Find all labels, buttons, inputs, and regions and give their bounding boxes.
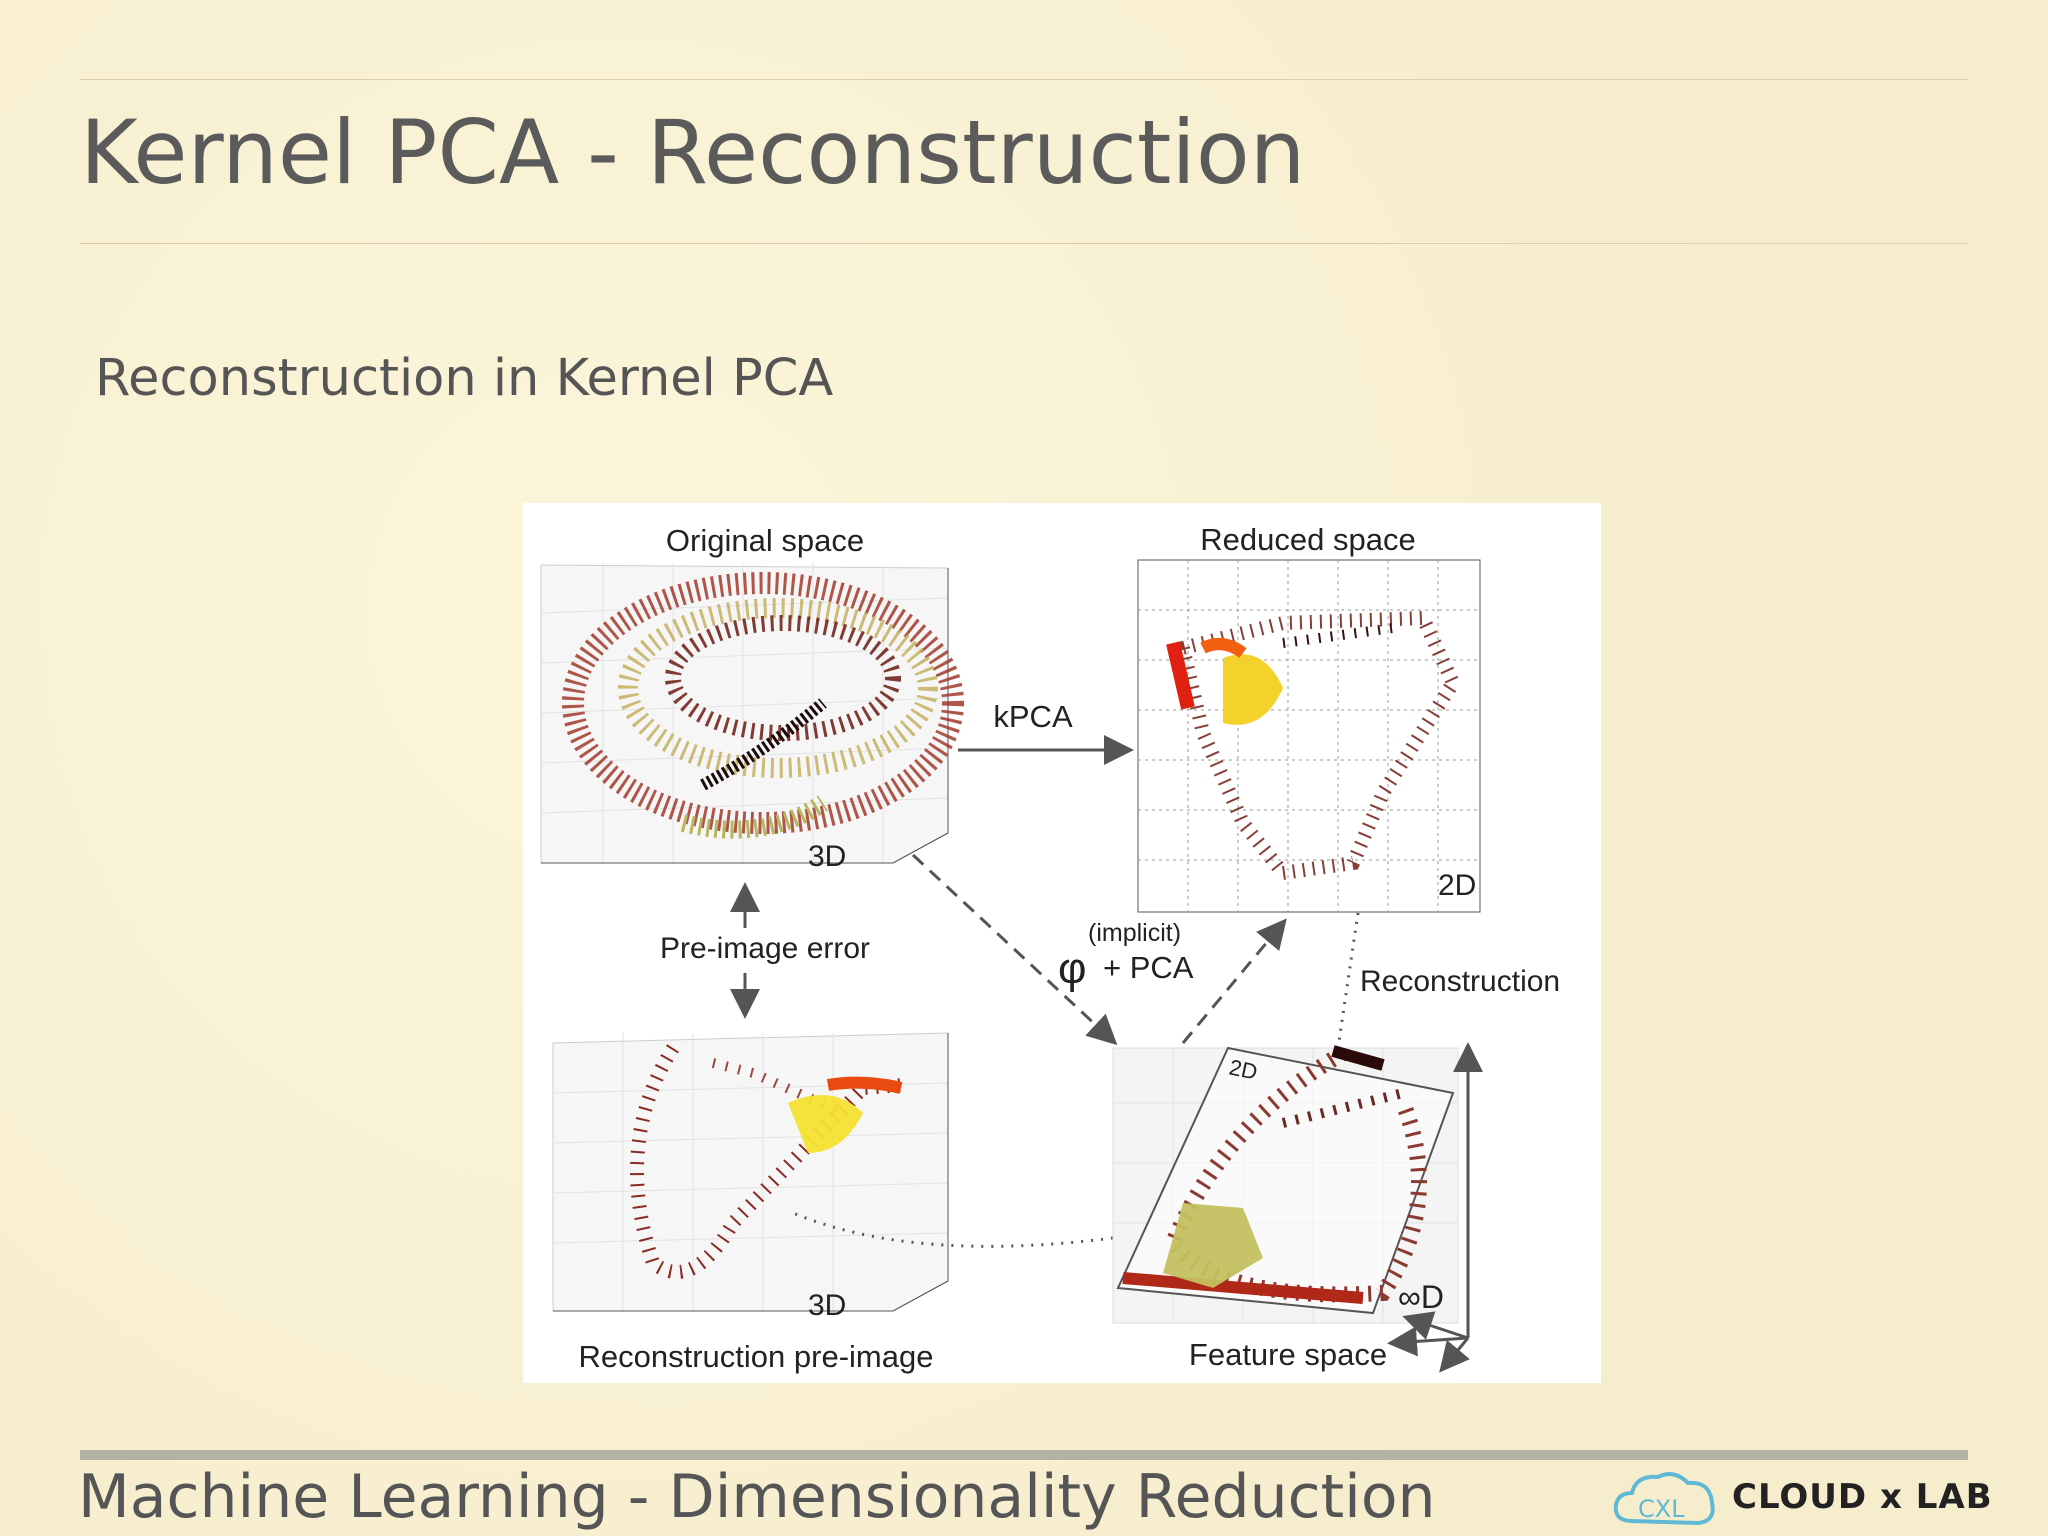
original-space-label: Original space [666,523,864,558]
reduced-space-panel: 2D Reduced space [1137,522,1481,913]
reduced-space-label: Reduced space [1200,522,1415,557]
plus-pca-label: + PCA [1103,950,1194,985]
reconstruction-pre-image-label: Reconstruction pre-image [579,1339,934,1374]
feature-scatter [1122,1045,1427,1304]
top-rule [80,79,1968,80]
reconstruction-pre-image-panel: 3D Reconstruction pre-image [552,1032,949,1374]
pre-image-error-label: Pre-image error [660,932,870,965]
cloud-logo-icon: CXL [1613,1472,1715,1526]
feature-space-panel: 2D ∞D Feature space [1112,1042,1483,1373]
pre-image-scatter [630,1044,904,1279]
title-rule [80,243,1968,244]
logo-text: CLOUD x LAB [1732,1477,1993,1517]
logo-mark: CXL [1638,1495,1685,1523]
reconstruction-label: Reconstruction [1360,965,1560,998]
infinite-d-label: ∞D [1398,1279,1444,1315]
footer-bar [80,1450,1968,1460]
pca-projection-arrow [1181,918,1287,1044]
pre-image-3d-label: 3D [808,1289,846,1322]
slide-subtitle: Reconstruction in Kernel PCA [95,349,834,408]
original-space-panel: Original space 3D [540,523,964,873]
implicit-label: (implicit) [1088,919,1181,947]
kernel-pca-diagram: Original space 3D [523,503,1601,1383]
slide-title: Kernel PCA - Reconstruction [80,101,1306,204]
footer-title: Machine Learning - Dimensionality Reduct… [78,1462,1436,1532]
kpca-label: kPCA [993,699,1073,734]
reduced-2d-label: 2D [1438,869,1476,902]
phi-symbol: φ [1058,944,1087,993]
swiss-roll-scatter [562,572,964,839]
feature-space-label: Feature space [1189,1337,1387,1372]
cloudxlab-logo: CXL CLOUD x LAB [1610,1465,1992,1533]
pre-image-dotted-curve [792,1211,1114,1248]
reduced-scatter [1166,610,1461,881]
diagram-svg: Original space 3D [540,522,1560,1374]
reconstruction-dotted-line [1336,912,1360,1049]
plane-2d-label: 2D [1227,1054,1260,1084]
original-3d-label: 3D [808,840,846,873]
